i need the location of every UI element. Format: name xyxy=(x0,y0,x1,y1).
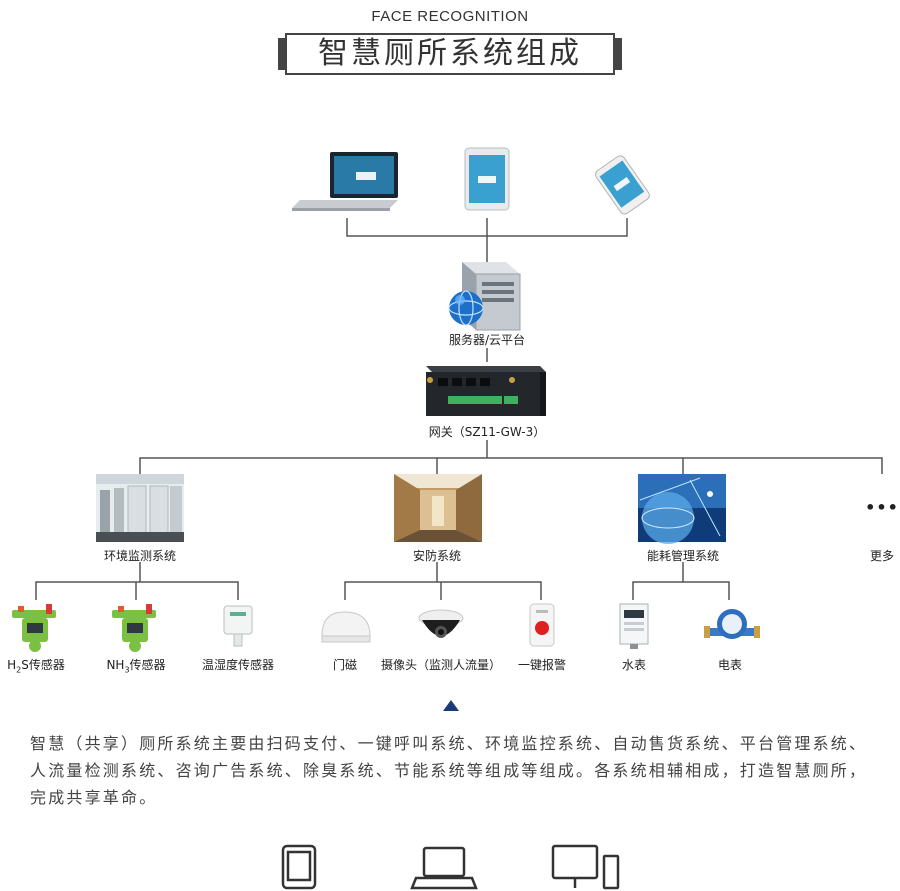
sensor-label-thermo: 温湿度传感器 xyxy=(201,658,274,672)
gas-detector-icon-h2s xyxy=(12,604,56,652)
title-bar-right xyxy=(615,38,622,70)
server-icon xyxy=(448,262,521,331)
alarm-button-icon xyxy=(529,603,555,647)
sensor-label-water-meter: 水表 xyxy=(621,658,646,672)
system-label-energy: 能耗管理系统 xyxy=(646,549,719,563)
tablet-icon xyxy=(464,147,510,211)
sensor-label-electric-meter: 电表 xyxy=(717,658,742,672)
more-icon: ••• xyxy=(865,498,899,517)
gas-detector-icon-nh3 xyxy=(112,604,156,652)
water-meter-icon xyxy=(704,609,760,639)
sensor-label-camera: 摄像头（监测人流量） xyxy=(380,658,501,672)
page-title: 智慧厕所系统组成 xyxy=(285,33,615,75)
restroom-photo xyxy=(96,474,184,542)
laptop-icon xyxy=(292,152,398,211)
description-text: 智慧（共享）厕所系统主要由扫码支付、一键呼叫系统、环境监控系统、自动售货系统、平… xyxy=(30,734,868,807)
dome-camera-icon xyxy=(418,609,464,638)
tablet-outline-icon xyxy=(281,844,317,890)
phone-icon xyxy=(595,155,650,215)
laptop-outline-icon xyxy=(410,846,478,890)
door-sensor-icon xyxy=(321,611,371,643)
sensor-label-alarm: 一键报警 xyxy=(517,658,566,672)
thermo-hygro-sensor-icon xyxy=(223,605,253,647)
desktop-outline-icon xyxy=(551,844,620,890)
triangle-marker-icon xyxy=(443,700,459,711)
system-label-more: 更多 xyxy=(869,549,894,563)
gateway-icon xyxy=(426,366,546,416)
sensor-label-door: 门磁 xyxy=(332,658,357,672)
system-label-env: 环境监测系统 xyxy=(103,549,176,563)
hallway-photo xyxy=(394,474,482,542)
title-bar-left xyxy=(278,38,285,70)
connector-lines xyxy=(35,218,883,600)
electric-meter-icon xyxy=(619,603,649,649)
globe-network-photo xyxy=(638,474,726,544)
sensor-label-nh3: NH3传感器 xyxy=(106,658,166,675)
system-label-security: 安防系统 xyxy=(412,549,461,563)
gateway-label: 网关（SZ11-GW-3） xyxy=(428,425,546,439)
sensor-label-h2s: H2S传感器 xyxy=(7,658,65,675)
subtitle: FACE RECOGNITION xyxy=(371,8,529,25)
server-label: 服务器/云平台 xyxy=(448,333,526,347)
